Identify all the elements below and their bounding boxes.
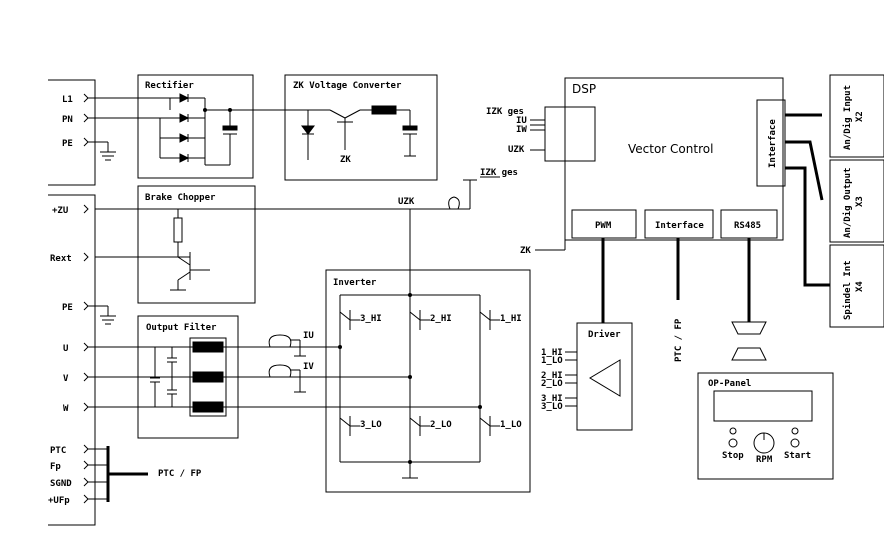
terminal-pe-top-label: PE	[62, 139, 73, 149]
connector-x2-id: X2	[855, 111, 865, 122]
transistor-1-lo: 1_LO	[500, 420, 522, 430]
ptc-fp-bus-label: PTC / FP	[158, 469, 202, 479]
stop-label: Stop	[722, 451, 744, 461]
ptc-fp-bus	[88, 446, 148, 502]
ptc-fp-vertical-label: PTC / FP	[674, 318, 684, 362]
transistor-1-hi: 1_HI	[500, 314, 522, 324]
inverter-title: Inverter	[333, 278, 377, 288]
dsp-connector-lines	[785, 113, 830, 287]
brake-chopper-title: Brake Chopper	[145, 193, 216, 203]
dsp-izk-ges-label: IZK ges	[486, 107, 524, 117]
transistor-2-lo: 2_LO	[430, 420, 452, 430]
vector-control-label: Vector Control	[628, 142, 713, 156]
connector-x2-name: An/Dig Input	[842, 85, 853, 150]
dsp-block	[564, 77, 784, 241]
dsp-uzk-label: UZK	[508, 145, 525, 155]
connector-x4-id: X4	[855, 281, 865, 292]
driver-symbol	[589, 359, 621, 397]
connector-x2	[829, 74, 884, 158]
rpm-label: RPM	[756, 455, 773, 465]
zk-input	[535, 240, 566, 251]
rs485-link	[731, 238, 767, 361]
dsp-input-box	[544, 106, 596, 162]
terminal-l1-label: L1	[62, 95, 73, 105]
dsp-iw-label: IW	[516, 125, 527, 135]
terminal-sgnd-label: SGND	[50, 479, 72, 489]
rectifier-block	[137, 74, 254, 179]
inverter-block	[325, 269, 531, 493]
terminal-pn-label: PN	[62, 115, 73, 125]
terminal-ptc-label: PTC	[50, 446, 66, 456]
op-panel-block	[697, 372, 834, 480]
terminal-fp-label: Fp	[50, 462, 61, 472]
connector-x3-id: X3	[855, 196, 865, 207]
start-label: Start	[784, 451, 811, 461]
output-filter-circuit	[88, 337, 480, 417]
dsp-inputs	[530, 119, 545, 151]
pwm-label: PWM	[595, 221, 612, 231]
zk-converter-block	[284, 74, 438, 181]
terminal-strip	[48, 79, 96, 526]
izk-ges-label: IZK ges	[480, 168, 518, 178]
driver-pin-2-lo: 2_LO	[541, 379, 563, 389]
op-panel-controls	[728, 427, 800, 454]
driver-pins	[565, 351, 577, 407]
driver-title: Driver	[588, 329, 621, 340]
interface-label: Interface	[655, 221, 704, 231]
inverter-circuit	[338, 293, 500, 479]
driver-pin-3-lo: 3_LO	[541, 402, 563, 412]
terminal-pe-mid-label: PE	[62, 303, 73, 313]
transistor-3-lo: 3_LO	[360, 420, 382, 430]
uzk-label: UZK	[398, 197, 415, 207]
rs485-label: RS485	[734, 221, 761, 231]
driver-pin-1-hi: 1_HI	[541, 348, 563, 358]
connector-x3	[829, 159, 884, 243]
terminal-v-label: V	[63, 374, 69, 384]
zk-converter-circuit	[301, 105, 418, 160]
terminal-rext-label: Rext	[50, 254, 72, 264]
rectifier-circuit	[88, 93, 238, 166]
terminal-marks	[83, 93, 89, 504]
zk-converter-title: ZK Voltage Converter	[293, 81, 402, 91]
terminal-plus-ufp-label: +UFp	[48, 496, 70, 506]
output-filter-title: Output Filter	[146, 322, 217, 333]
connector-x3-name: An/Dig Output	[842, 168, 853, 238]
terminal-w-label: W	[63, 404, 69, 414]
izk-sensor	[95, 179, 477, 210]
pe-ground	[88, 305, 116, 325]
iv-label: IV	[303, 362, 314, 372]
brake-chopper-circuit	[95, 209, 210, 291]
driver-pin-2-hi: 2_HI	[541, 371, 563, 381]
dsp-title: DSP	[572, 82, 596, 96]
op-panel-display	[713, 390, 813, 422]
driver-pin-1-lo: 1_LO	[541, 356, 563, 366]
terminal-u-label: U	[63, 344, 68, 354]
dsp-iu-label: IU	[516, 116, 527, 126]
current-sensors	[268, 334, 306, 393]
transistor-3-hi: 3_HI	[360, 314, 382, 324]
connector-x4	[829, 244, 884, 328]
terminal-plus-zu-label: +ZU	[52, 206, 68, 216]
zk-label: ZK	[340, 155, 351, 165]
dsp-interface-label: Interface	[768, 119, 778, 168]
driver-pin-3-hi: 3_HI	[541, 394, 563, 404]
transistor-2-hi: 2_HI	[430, 314, 452, 324]
connector-x4-name: Spindel Int	[842, 260, 853, 320]
zk-input-label: ZK	[520, 246, 531, 256]
op-panel-title: OP-Panel	[708, 379, 751, 389]
brake-chopper-block	[137, 185, 256, 304]
rectifier-title: Rectifier	[145, 80, 194, 91]
driver-block	[576, 322, 633, 431]
iu-label: IU	[303, 331, 314, 341]
